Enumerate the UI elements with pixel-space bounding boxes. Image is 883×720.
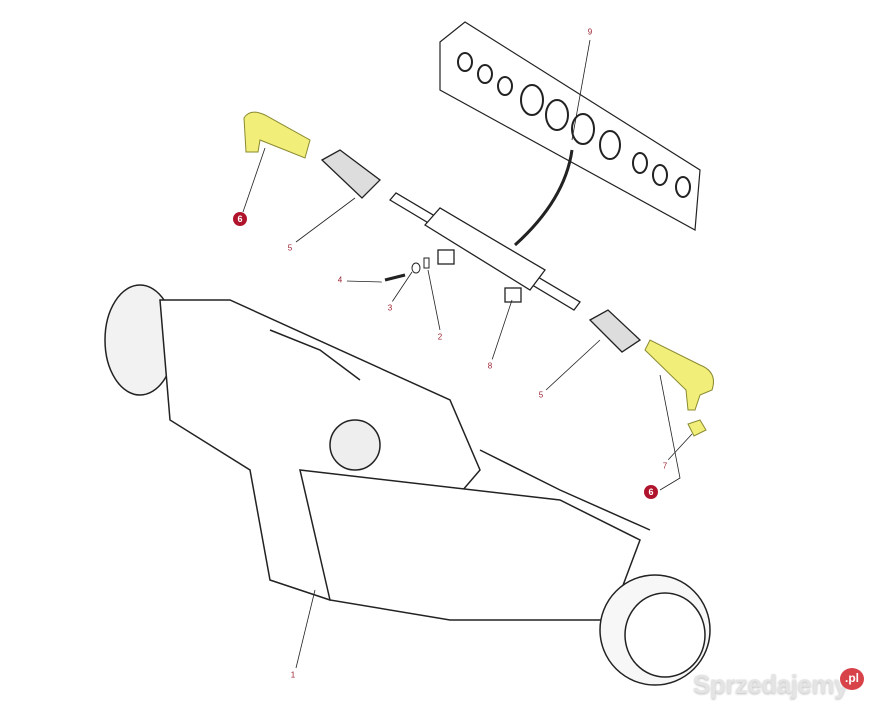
svg-text:7: 7: [663, 462, 668, 471]
svg-text:8: 8: [488, 362, 493, 371]
callout-2: 2: [433, 330, 447, 344]
svg-text:4: 4: [338, 276, 343, 285]
callout-7: 7: [658, 459, 672, 473]
steering-cylinder: [389, 192, 581, 311]
callout-9: 9: [583, 25, 597, 39]
callout-1: 1: [286, 668, 300, 682]
svg-text:5: 5: [539, 391, 544, 400]
inner-joints: [320, 149, 642, 353]
watermark: Sprzedajemy: [693, 669, 848, 699]
callout-6-left: 6: [233, 212, 247, 226]
svg-text:2: 2: [438, 333, 443, 342]
callout-6-right: 6: [644, 485, 658, 499]
callout-8: 8: [483, 359, 497, 373]
tie-rod-ends: [243, 111, 714, 411]
callout-4: 4: [333, 273, 347, 287]
svg-text:3: 3: [388, 304, 393, 313]
svg-text:6: 6: [237, 214, 242, 224]
svg-text:5: 5: [288, 244, 293, 253]
seal-kit: [439, 21, 701, 247]
axle: [104, 284, 711, 686]
svg-text:1: 1: [291, 671, 296, 680]
leader-lines: [242, 39, 693, 669]
watermark-badge: .pl: [840, 668, 864, 690]
svg-text:9: 9: [588, 28, 593, 37]
callout-5-right: 5: [534, 388, 548, 402]
callout-3: 3: [383, 301, 397, 315]
callout-5-left: 5: [283, 241, 297, 255]
svg-text:6: 6: [648, 487, 653, 497]
small-parts: [384, 257, 707, 437]
